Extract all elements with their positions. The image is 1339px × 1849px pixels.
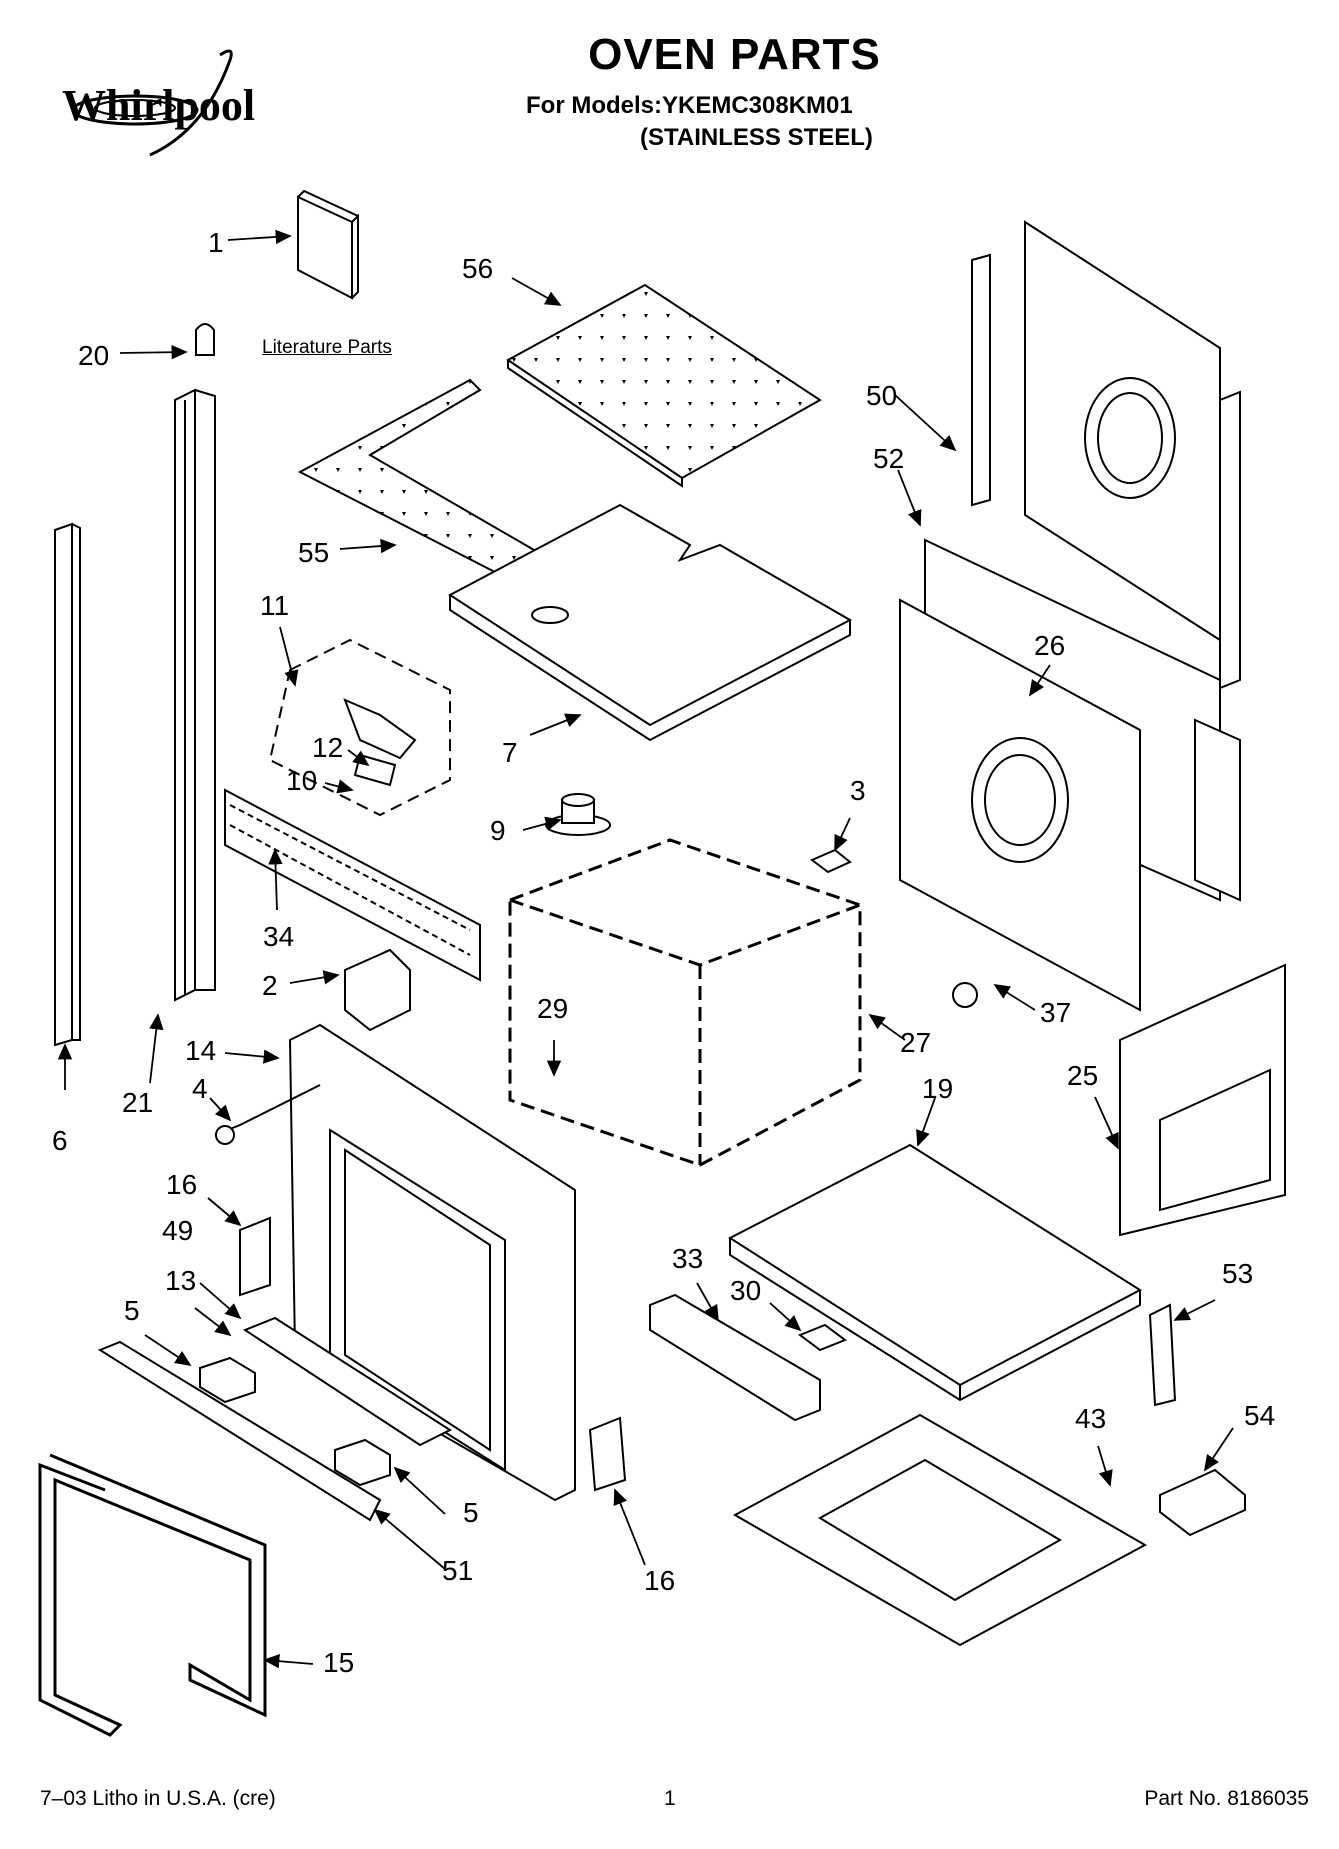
callout-25: 25 <box>1067 1060 1098 1091</box>
callout-13: 13 <box>165 1265 196 1296</box>
part-54-terminal-block <box>1159 1468 1246 1537</box>
part-25-side-panel <box>1119 963 1286 1237</box>
callout-56: 56 <box>462 253 493 284</box>
callout-33: 33 <box>672 1243 703 1274</box>
part-15-gasket <box>38 1453 267 1737</box>
callout-3: 3 <box>850 775 866 806</box>
literature-parts-label: Literature Parts <box>262 337 392 358</box>
part-21-side-trim <box>174 388 216 1002</box>
logo-wordmark: Whirlpool <box>62 81 255 130</box>
part-27-oven-cavity <box>508 838 862 1167</box>
models-line: For Models:YKEMC308KM01 <box>526 92 853 119</box>
part-9-fan <box>545 793 611 836</box>
footer-part-number: Part No. 8186035 <box>1144 1787 1309 1810</box>
callout-50: 50 <box>866 380 897 411</box>
callout-21: 21 <box>122 1087 153 1118</box>
part-5-block <box>199 1356 256 1404</box>
callout-15: 15 <box>323 1647 354 1678</box>
callout-29: 29 <box>537 993 568 1024</box>
callout-12: 12 <box>312 732 343 763</box>
part-50-back-panel <box>971 220 1241 690</box>
callout-16: 16 <box>166 1169 197 1200</box>
callout-55: 55 <box>298 537 329 568</box>
part-6-side-trim <box>54 522 81 1047</box>
part-56-top-panel <box>506 283 822 480</box>
callout-34: 34 <box>263 921 294 952</box>
callout-53: 53 <box>1222 1258 1253 1289</box>
whirlpool-logo: Whirlpool <box>30 40 290 160</box>
callout-43: 43 <box>1075 1403 1106 1434</box>
callout-51: 51 <box>442 1555 473 1586</box>
part-3-clip <box>810 848 852 874</box>
callout-7: 7 <box>502 737 518 768</box>
part-16-bracket <box>239 1216 271 1297</box>
part-20-clip <box>195 323 215 356</box>
callout-4: 4 <box>192 1073 208 1104</box>
part-5-block-lower <box>334 1438 391 1487</box>
part-53-bracket <box>1148 1303 1177 1407</box>
part-2-switch <box>344 948 411 1032</box>
part-11-group <box>268 638 451 817</box>
callout-26: 26 <box>1034 630 1065 661</box>
callout-30: 30 <box>730 1275 761 1306</box>
callout-14: 14 <box>185 1035 216 1066</box>
part-37-sensor <box>952 982 978 1008</box>
callout-2: 2 <box>262 970 278 1001</box>
callout-27: 27 <box>900 1027 931 1058</box>
callout-5-lower: 5 <box>463 1497 479 1528</box>
part-43-tray <box>732 1413 1148 1647</box>
callout-54: 54 <box>1244 1400 1275 1431</box>
part-26-rear-plate <box>899 538 1241 1012</box>
callout-9: 9 <box>490 815 506 846</box>
callout-49: 49 <box>162 1215 193 1246</box>
callout-1: 1 <box>208 227 224 258</box>
callout-5: 5 <box>124 1295 140 1326</box>
part-1-literature <box>297 189 359 300</box>
footer-page-number: 1 <box>664 1787 676 1810</box>
callout-19: 19 <box>922 1073 953 1104</box>
part-7-top-plate <box>448 503 853 742</box>
part-49-strip <box>242 1316 453 1447</box>
part-34-vent <box>224 788 481 982</box>
callout-6: 6 <box>52 1125 68 1156</box>
part-16-bracket-lower <box>588 1416 627 1492</box>
callout-52: 52 <box>873 443 904 474</box>
callout-20: 20 <box>78 340 109 371</box>
callout-labels: 1 20 56 50 52 55 11 12 10 7 26 3 9 34 2 … <box>52 227 1275 1678</box>
part-19-bottom-panel <box>727 1143 1142 1402</box>
part-33-bracket <box>649 1293 821 1422</box>
callout-16-lower: 16 <box>644 1565 675 1596</box>
part-30-clip <box>797 1323 848 1352</box>
callout-10: 10 <box>286 765 317 796</box>
part-51-trim <box>97 1340 382 1522</box>
footer-litho: 7–03 Litho in U.S.A. (cre) <box>40 1787 276 1810</box>
callout-11: 11 <box>260 590 289 621</box>
page-title: OVEN PARTS <box>588 30 881 79</box>
variant-line: (STAINLESS STEEL) <box>640 124 873 151</box>
callout-37: 37 <box>1040 997 1071 1028</box>
